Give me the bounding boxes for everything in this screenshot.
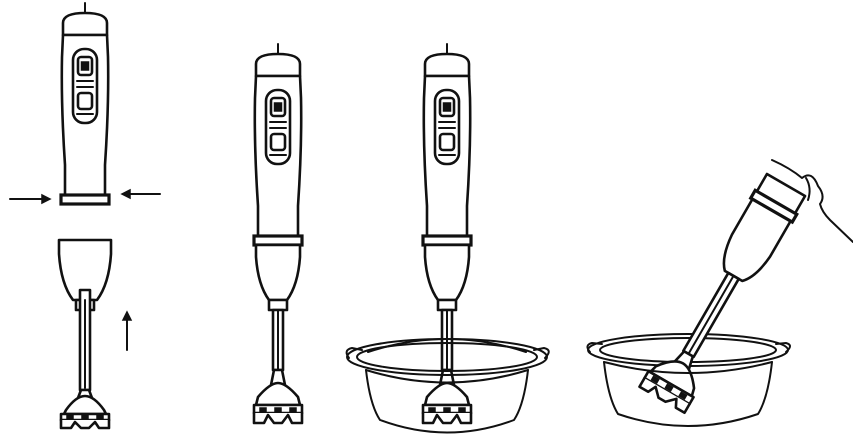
step-3-blend-upright-in-bowl — [347, 44, 549, 433]
squeeze-arrow-right-icon — [122, 190, 160, 198]
attach-arrow-up-icon — [123, 312, 131, 350]
step-4-blend-tilted-in-bowl — [587, 160, 853, 426]
tilted-blender-icon — [639, 172, 808, 413]
step-2-assembled-blender — [254, 44, 302, 423]
blending-shaft-icon — [59, 240, 111, 428]
motor-unit-icon — [61, 3, 109, 204]
squeeze-arrow-left-icon — [10, 195, 50, 203]
step-1-detach-shaft — [10, 3, 160, 428]
